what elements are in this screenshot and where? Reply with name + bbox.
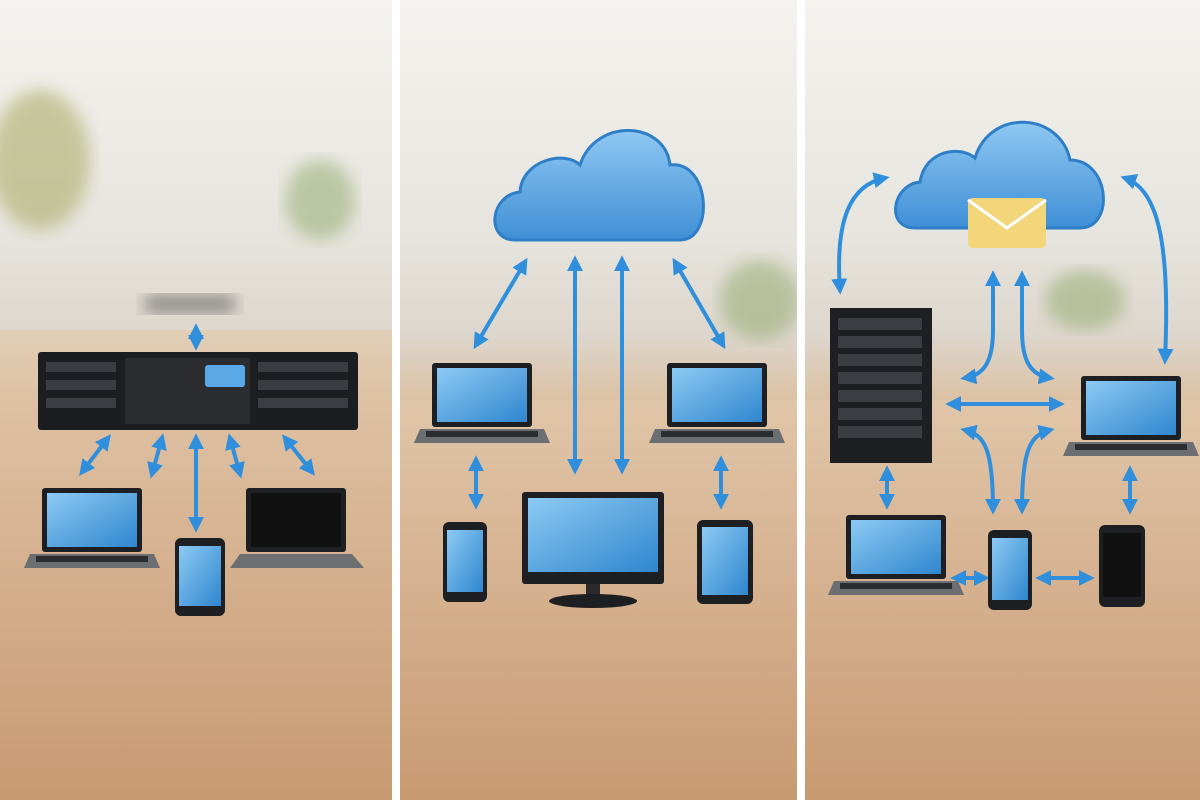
panel-1-star-network (0, 0, 392, 800)
panel-3-hybrid-network (805, 0, 1200, 800)
laptop-icon (230, 488, 364, 568)
connection-arrows (468, 255, 729, 510)
laptop-icon (1063, 376, 1199, 456)
panel-2-cloud-network (400, 0, 800, 800)
smartphone-icon (443, 522, 487, 602)
divider (392, 0, 400, 800)
router-icon (145, 295, 235, 313)
cloud-icon (894, 120, 1105, 230)
connection-arrows (79, 323, 315, 533)
smartphone-icon (1099, 525, 1145, 607)
smartphone-icon (175, 538, 225, 616)
laptop-icon (649, 363, 785, 443)
envelope-icon (967, 198, 1047, 248)
smartphone-icon (988, 530, 1032, 610)
divider (797, 0, 805, 800)
monitor-icon (522, 492, 664, 608)
cloud-icon (493, 129, 705, 242)
tablet-icon (697, 520, 753, 604)
laptop-icon (24, 488, 160, 568)
plant-blur (0, 90, 90, 230)
server-rack-icon (38, 352, 358, 430)
laptop-icon (414, 363, 550, 443)
plant-blur (285, 160, 355, 240)
laptop-icon (828, 515, 964, 595)
server-tower-icon (830, 308, 932, 463)
connection-arrows (831, 172, 1174, 586)
